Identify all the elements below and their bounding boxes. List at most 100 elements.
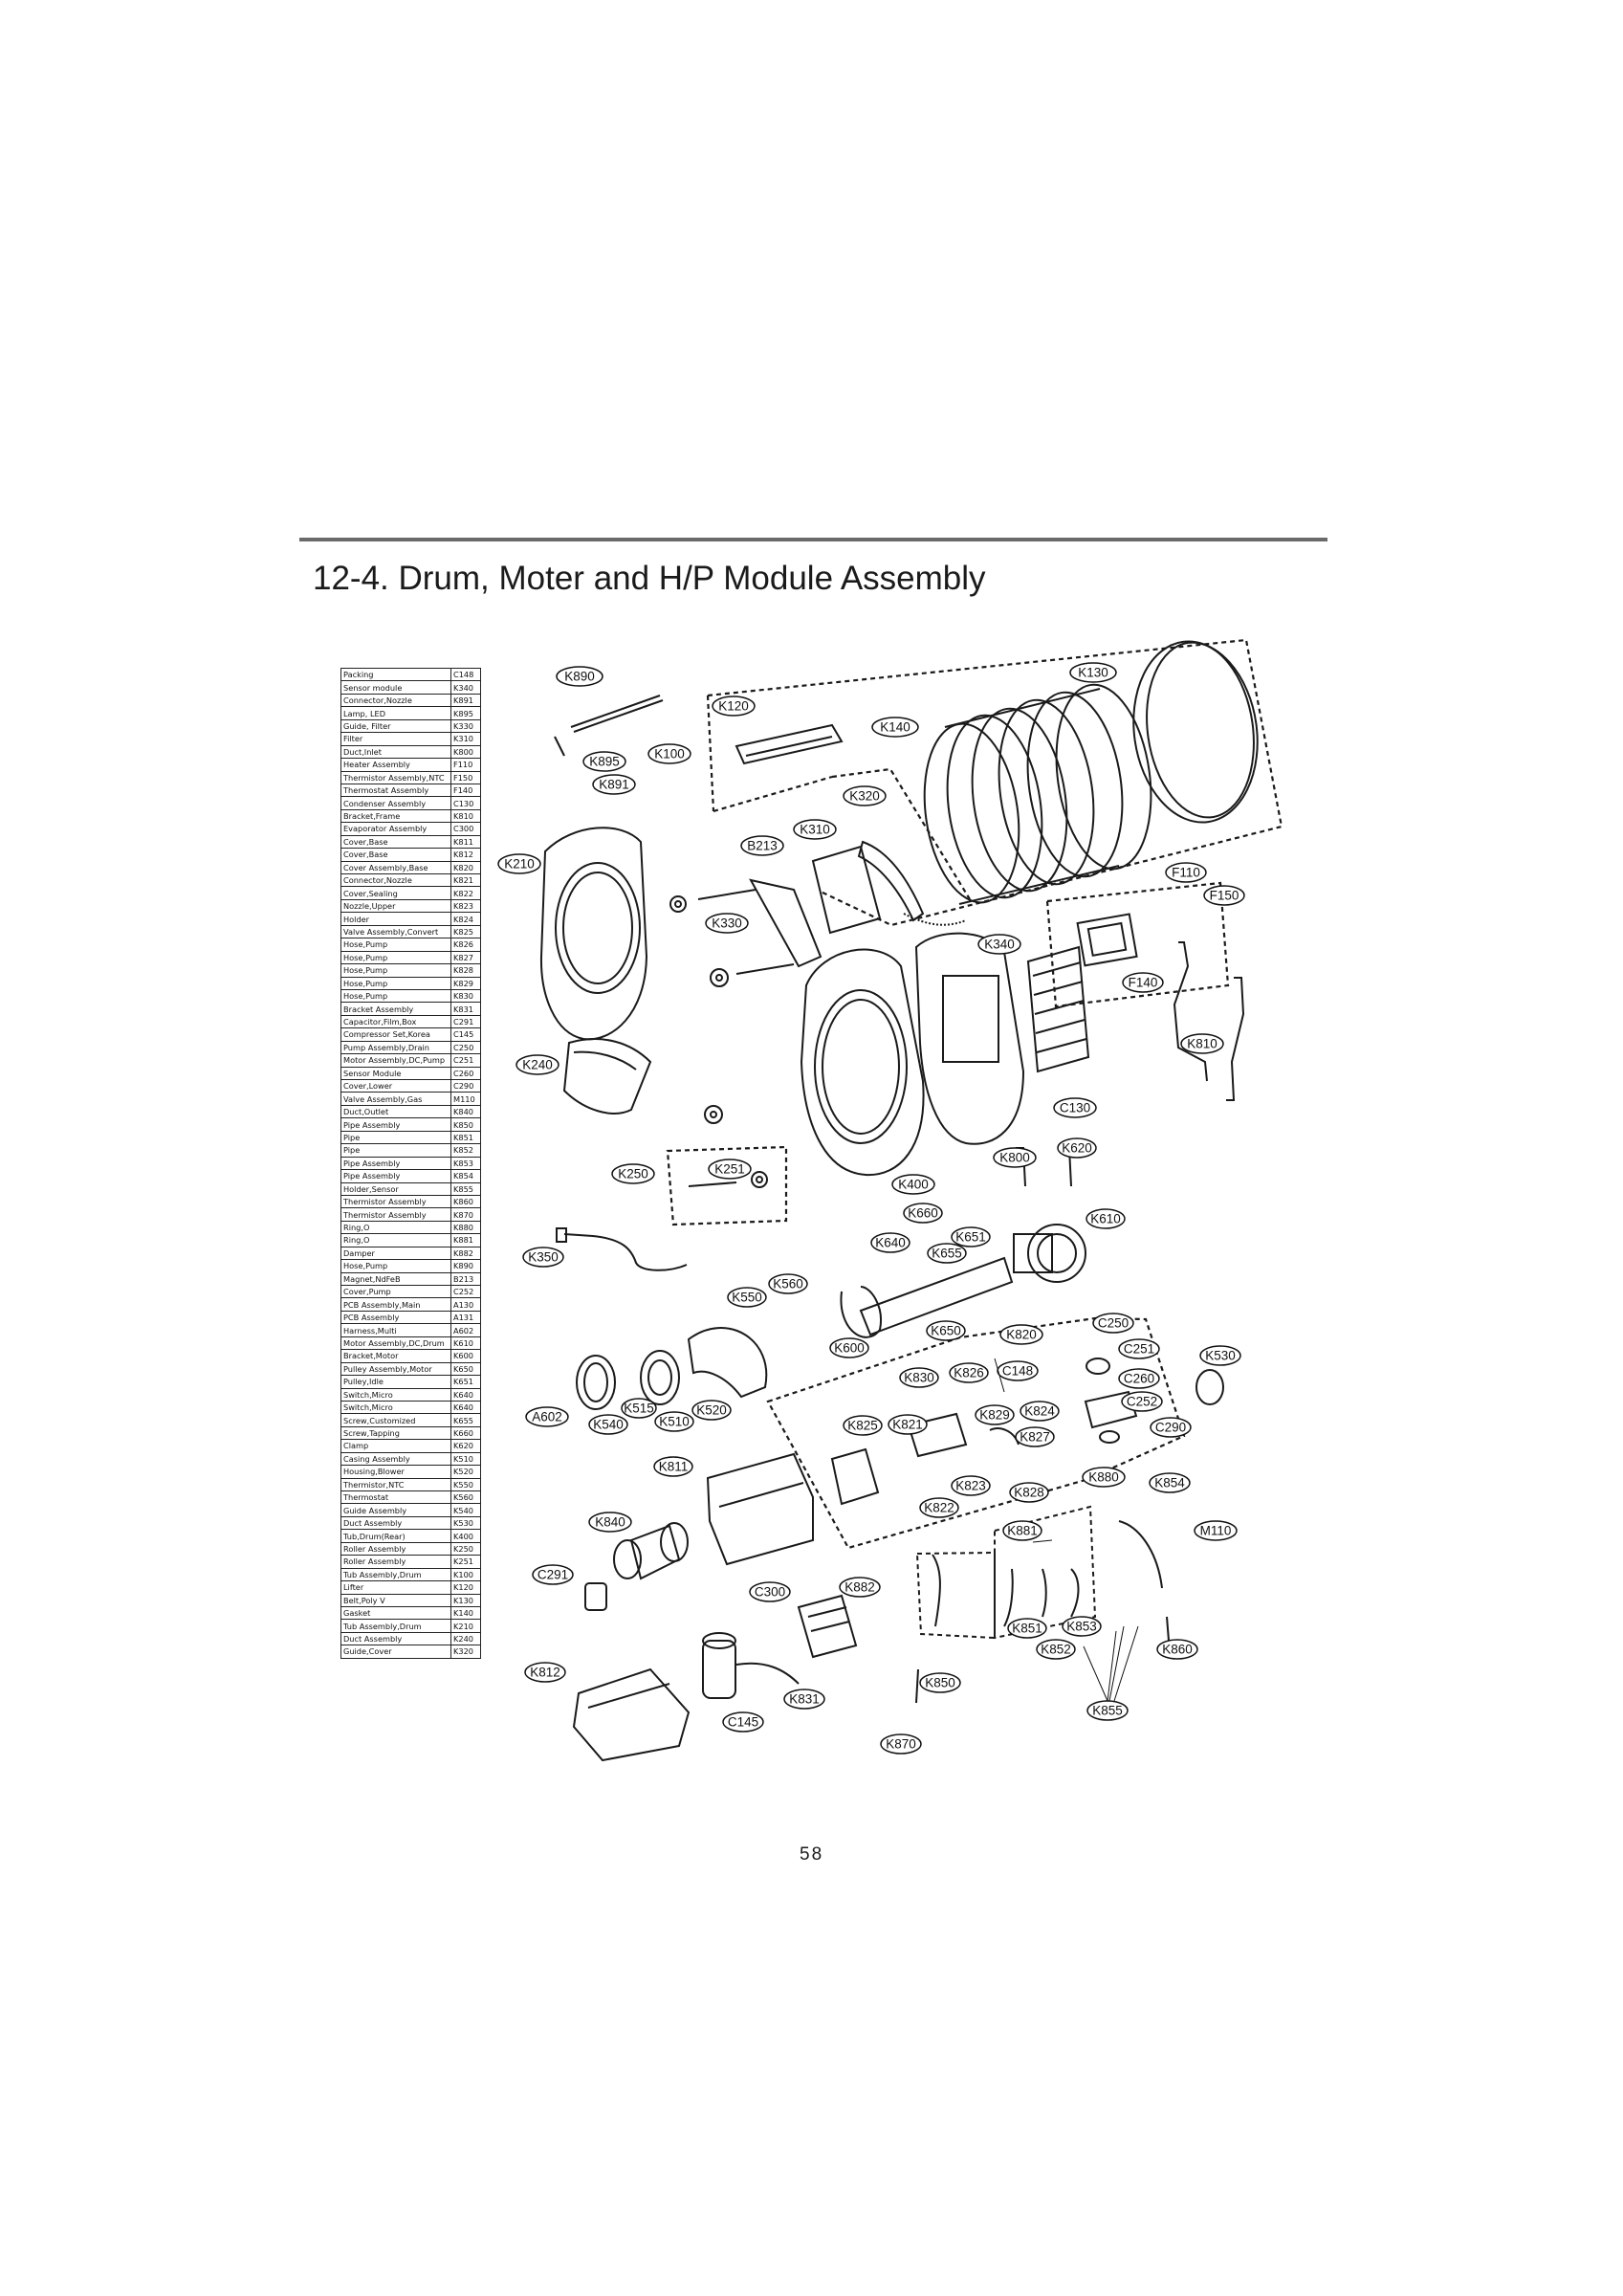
base-icon — [572, 1667, 691, 1762]
callout-label: C251 — [1124, 1342, 1154, 1357]
callout-label: K823 — [955, 1479, 986, 1493]
callout-label: K852 — [1041, 1643, 1071, 1657]
callout: K800 — [993, 1147, 1037, 1168]
callout: F150 — [1203, 885, 1245, 906]
callout-label: K250 — [618, 1167, 648, 1181]
callout-label: K330 — [712, 916, 742, 931]
callout-label: K210 — [504, 857, 535, 872]
callout: K350 — [522, 1247, 564, 1268]
heater-icon — [1076, 913, 1138, 967]
callout: K550 — [727, 1287, 767, 1308]
callout: K100 — [647, 743, 691, 764]
callout-label: K120 — [718, 699, 749, 714]
part-code: F140 — [450, 783, 481, 798]
callout: K831 — [783, 1689, 825, 1710]
callout-label: K820 — [1006, 1328, 1037, 1342]
callout: K530 — [1199, 1345, 1241, 1366]
callout-label: K851 — [1012, 1622, 1042, 1636]
callout-label: K853 — [1066, 1620, 1097, 1634]
part-code: F150 — [450, 770, 481, 784]
callout: K824 — [1020, 1401, 1060, 1422]
callout-label: K855 — [1092, 1704, 1123, 1718]
callout: K829 — [975, 1404, 1015, 1425]
callout: K825 — [843, 1415, 883, 1436]
callout: K250 — [611, 1163, 655, 1184]
callout: K820 — [999, 1324, 1043, 1345]
callout-label: K800 — [999, 1151, 1030, 1165]
filter-icon — [749, 840, 967, 968]
callout: K851 — [1007, 1618, 1047, 1639]
callout-label: C148 — [1002, 1364, 1033, 1379]
callout-label: K550 — [732, 1291, 762, 1305]
callout-label: F150 — [1210, 889, 1239, 903]
callout-label: K854 — [1154, 1476, 1185, 1490]
callout-label: K400 — [898, 1178, 929, 1192]
callout: K822 — [919, 1497, 959, 1518]
callout: K320 — [843, 785, 887, 806]
belt-icon — [1146, 641, 1255, 819]
callout: K520 — [691, 1400, 732, 1421]
callout-label: K140 — [880, 720, 910, 735]
callout-label: K850 — [925, 1676, 955, 1690]
callout-label: K651 — [955, 1230, 986, 1245]
callout: K855 — [1086, 1700, 1129, 1721]
callout-label: F140 — [1129, 976, 1158, 990]
callout-label: K100 — [654, 747, 685, 762]
page-title: 12-4. Drum, Moter and H/P Module Assembl… — [313, 560, 986, 597]
callout-label: K870 — [886, 1737, 916, 1752]
callout: K828 — [1009, 1482, 1049, 1503]
callout: K340 — [977, 934, 1021, 955]
callout-label: K240 — [522, 1058, 553, 1072]
callout: C260 — [1118, 1368, 1160, 1389]
callout-label: C291 — [537, 1568, 568, 1582]
callout-label: K828 — [1014, 1486, 1044, 1500]
roller-icon — [669, 889, 795, 1188]
callout: K811 — [653, 1456, 693, 1477]
callout-label: K620 — [1062, 1141, 1092, 1156]
compressor-icon — [702, 1632, 800, 1699]
callout: K850 — [919, 1672, 961, 1693]
callout: K120 — [712, 695, 756, 717]
callout-label: K520 — [696, 1403, 727, 1418]
callout: K310 — [793, 819, 837, 840]
callout: K540 — [588, 1414, 628, 1435]
callout-label: K640 — [875, 1236, 906, 1250]
callout-label: K829 — [979, 1408, 1010, 1423]
callout-label: K882 — [844, 1580, 875, 1595]
outlet-duct-icon — [613, 1522, 689, 1580]
callout-label: K821 — [892, 1418, 923, 1432]
callout-label: C130 — [1060, 1101, 1090, 1115]
callout-label: K515 — [624, 1402, 654, 1416]
callout: K891 — [592, 774, 636, 795]
callout: K890 — [556, 666, 603, 687]
drum-icon — [923, 640, 1259, 905]
rear-tub-icon — [800, 932, 1025, 1177]
callout: K830 — [899, 1367, 939, 1388]
part-code: C251 — [450, 1053, 481, 1068]
callout-label: K810 — [1187, 1037, 1217, 1051]
callout: K560 — [768, 1273, 808, 1294]
roller-assembly-outline — [666, 1145, 788, 1226]
callout-label: K310 — [800, 823, 830, 837]
callout: C290 — [1150, 1417, 1192, 1438]
callout-label: C300 — [755, 1585, 785, 1600]
callout-label: K860 — [1162, 1643, 1193, 1657]
callout-label: K600 — [834, 1341, 865, 1356]
callout-label: K812 — [530, 1666, 560, 1680]
